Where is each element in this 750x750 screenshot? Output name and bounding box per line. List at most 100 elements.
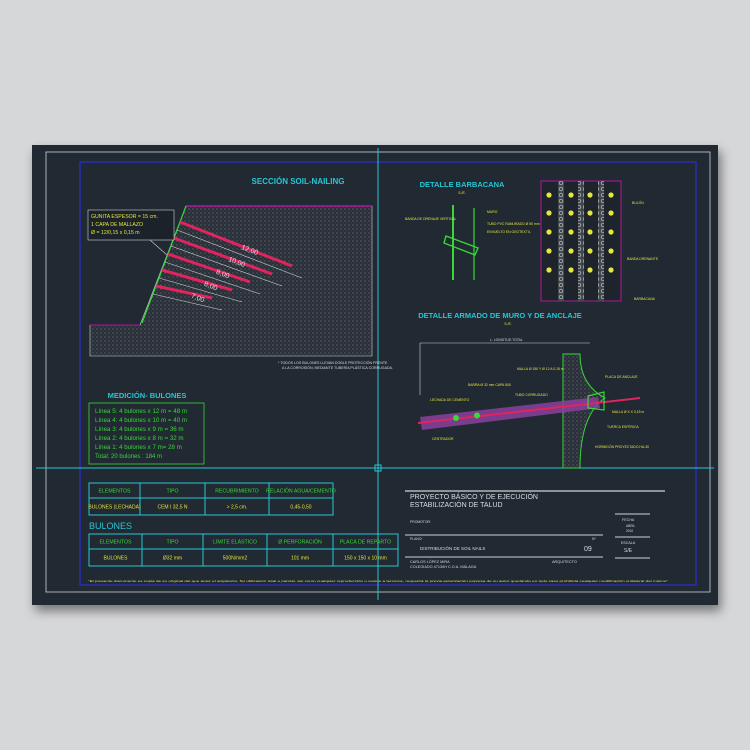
armado-label: MALLA Ø 150 Y Ø 12 A 0,15 m bbox=[517, 367, 564, 371]
bolt-marker bbox=[546, 248, 552, 254]
bolt-marker bbox=[608, 229, 614, 235]
bolt-marker bbox=[568, 192, 574, 198]
barbacana-scale: S./E. bbox=[458, 191, 466, 195]
nail-length-label: 7,00 bbox=[190, 293, 205, 304]
bolt-marker bbox=[608, 248, 614, 254]
armado-label: TUERCA ESFÉRICA bbox=[607, 424, 639, 429]
inner-frame bbox=[79, 161, 697, 586]
fecha-year: 2010 bbox=[626, 529, 633, 533]
barbacana-title: DETALLE BARBACANA bbox=[420, 180, 505, 189]
bolt-marker bbox=[587, 267, 593, 273]
soil-nail bbox=[179, 220, 293, 268]
table-header-cell: RELACIÓN AGUA/CEMENTO bbox=[266, 488, 336, 495]
soil-nailing-title: SECCIÓN SOIL-NAILING bbox=[252, 177, 345, 186]
table-cell: Ø32 mm bbox=[163, 556, 182, 562]
armado-label: TUBO CORRUGADO bbox=[515, 393, 548, 397]
bolt-marker bbox=[568, 210, 574, 216]
bolt-marker bbox=[608, 267, 614, 273]
armado-label: BARRA Ø 32 mm CAPA 500 bbox=[468, 383, 511, 387]
footnote: * TODOS LOS BULONES LLEVAN DOBLE PROTECC… bbox=[278, 360, 388, 365]
barbacana-label: ENVUELTO EN GEOTEXTIL bbox=[487, 230, 531, 234]
armado-title: DETALLE ARMADO DE MURO Y DE ANCLAJE bbox=[418, 311, 582, 320]
bolt-marker bbox=[546, 229, 552, 235]
table-header-cell: RECUBRIMIENTO bbox=[215, 489, 258, 495]
elevation-label: BANDA DRENANTE bbox=[627, 257, 659, 261]
medicion-title: MEDICIÓN- BULONES bbox=[108, 391, 187, 400]
bolt-marker bbox=[546, 210, 552, 216]
dimension-line bbox=[152, 293, 223, 311]
author-role: ARQUITECTO bbox=[552, 560, 577, 564]
drain-pipe bbox=[443, 235, 479, 256]
barbacana-label: TUBO PVC RANURADO Ø 50 mm bbox=[487, 222, 540, 226]
bolt-marker bbox=[568, 267, 574, 273]
barbacana-label: BANDA DE DRENAJE VERTICAL bbox=[405, 217, 456, 221]
armado-label: MALLA Ø X X 0,15 m bbox=[612, 410, 644, 414]
table-cell: 150 x 150 x 10 mm bbox=[344, 556, 387, 562]
table-cell: 500N/mm2 bbox=[223, 556, 248, 562]
dimension-line bbox=[164, 261, 261, 295]
bolt-marker bbox=[568, 229, 574, 235]
bulones-table-title: BULONES bbox=[89, 521, 132, 531]
medicion-line: Línea 2: 4 bulones x 8 m = 32 m bbox=[95, 435, 184, 442]
bolt-marker bbox=[608, 192, 614, 198]
medicion-line: Línea 3: 4 bulones x 9 m = 36 m bbox=[95, 426, 184, 433]
table-cell: 101 mm bbox=[291, 556, 309, 562]
nail-length-label: 8,00 bbox=[215, 269, 230, 280]
dimension-line bbox=[170, 245, 283, 287]
table-header-cell: TIPO bbox=[166, 540, 178, 546]
fecha-month: ABRIL bbox=[626, 524, 635, 528]
num-label: Nº bbox=[592, 537, 596, 541]
nail-length-label: 8,00 bbox=[203, 281, 218, 292]
soil-nail bbox=[173, 236, 273, 276]
project-subtitle: ESTABILIZACIÓN DE TALUD bbox=[410, 500, 503, 509]
soil-nail bbox=[167, 252, 251, 284]
medicion-line: Total: 20 bulones : 184 m bbox=[95, 454, 162, 460]
table-header-cell: PLACA DE REPARTO bbox=[340, 540, 391, 546]
bolt-marker bbox=[587, 229, 593, 235]
armado-label: HORMIGÓN PROYECTADO HA-30 bbox=[595, 444, 649, 449]
table-cell: BULONES (LECHADA) bbox=[88, 505, 141, 511]
table-header-cell: TIPO bbox=[166, 489, 178, 495]
gunite-note-line: GUNITA ESPESOR = 15 cm. bbox=[91, 214, 158, 220]
table-cell: 0,45-0,50 bbox=[290, 505, 311, 511]
dimension-line bbox=[176, 229, 303, 279]
wall-section bbox=[562, 353, 606, 469]
gunite-note-box bbox=[87, 209, 175, 241]
barbacana-label: MURO bbox=[487, 210, 498, 214]
table-header-cell: ELEMENTOS bbox=[100, 540, 132, 546]
table-cell: CEM I 32,5 N bbox=[157, 505, 187, 511]
project-title: PROYECTO BÁSICO Y DE EJECUCIÓN bbox=[410, 492, 538, 501]
footnote: A LA CORROSIÓN, MEDIANTE TUBERÍA PLÁSTIC… bbox=[282, 365, 393, 370]
table-cell: > 2,5 cm. bbox=[227, 505, 248, 511]
bolt-marker bbox=[546, 192, 552, 198]
author-name: CARLOS LÓPEZ MIRA bbox=[410, 559, 450, 564]
promotor-label: PROMOTOR: bbox=[410, 520, 431, 524]
medicion-box bbox=[88, 402, 205, 465]
table-header-cell: LÍMITE ELÁSTICO bbox=[213, 539, 257, 546]
table-header-cell: Ø PERFORACIÓN bbox=[278, 539, 322, 546]
bolt-marker bbox=[608, 210, 614, 216]
elevation-label: BARBACANA bbox=[634, 297, 656, 301]
soil-nail bbox=[155, 284, 213, 300]
gunite-note-line: 1 CAPA DE MALLAZO bbox=[91, 222, 143, 228]
escala-value: S/E bbox=[624, 548, 633, 554]
bolt-marker bbox=[568, 248, 574, 254]
crosshair-cursor bbox=[374, 464, 382, 472]
plan-name: DISTRIBUCIÓN DE SOIL NAILS bbox=[420, 545, 485, 551]
plano-label: PLANO: bbox=[410, 537, 422, 541]
bolt-marker bbox=[587, 192, 593, 198]
author-college: COLEGIADO 4713/IH C.O.A. MÁLAGA bbox=[410, 565, 477, 569]
bolt-marker bbox=[587, 248, 593, 254]
armado-label: LECHADA DE CEMENTO bbox=[430, 398, 470, 402]
armado-scale: S./E. bbox=[504, 322, 512, 326]
medicion-line: Línea 5: 4 bulones x 12 m = 48 m bbox=[95, 408, 187, 415]
soil-nail bbox=[161, 268, 233, 292]
armado-label: PLACA DE ANCLAJE bbox=[605, 375, 638, 379]
disclaimer: "El presente documento es copia de su or… bbox=[88, 579, 668, 583]
fecha-label: FECHA bbox=[622, 518, 635, 522]
shotcrete-face bbox=[141, 205, 187, 324]
